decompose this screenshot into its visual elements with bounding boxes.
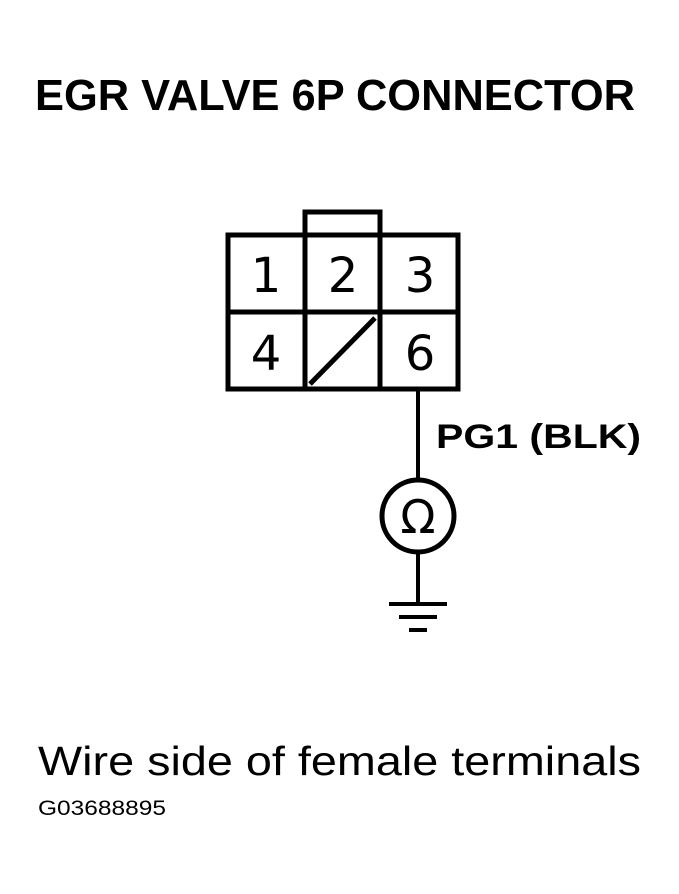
- wire-label: PG1 (BLK): [436, 418, 641, 456]
- figure-caption: Wire side of female terminals: [38, 738, 641, 784]
- pin-2: 2: [328, 248, 359, 304]
- ohmmeter-icon: Ω: [379, 477, 457, 555]
- ohm-symbol: Ω: [400, 490, 435, 544]
- connector-pins: 1 2 3 4 6: [251, 248, 436, 382]
- pin-4: 4: [251, 326, 282, 382]
- figure-code: G03688895: [38, 797, 166, 820]
- connector-body: [225, 209, 461, 392]
- pin-3: 3: [405, 248, 436, 304]
- connector-lock-tab: [302, 209, 383, 235]
- ground-icon: [389, 602, 447, 632]
- empty-cavity-slash: [308, 316, 377, 386]
- diagram-title: EGR VALVE 6P CONNECTOR: [35, 71, 635, 120]
- pin-6: 6: [405, 326, 436, 382]
- pin-1: 1: [251, 248, 282, 304]
